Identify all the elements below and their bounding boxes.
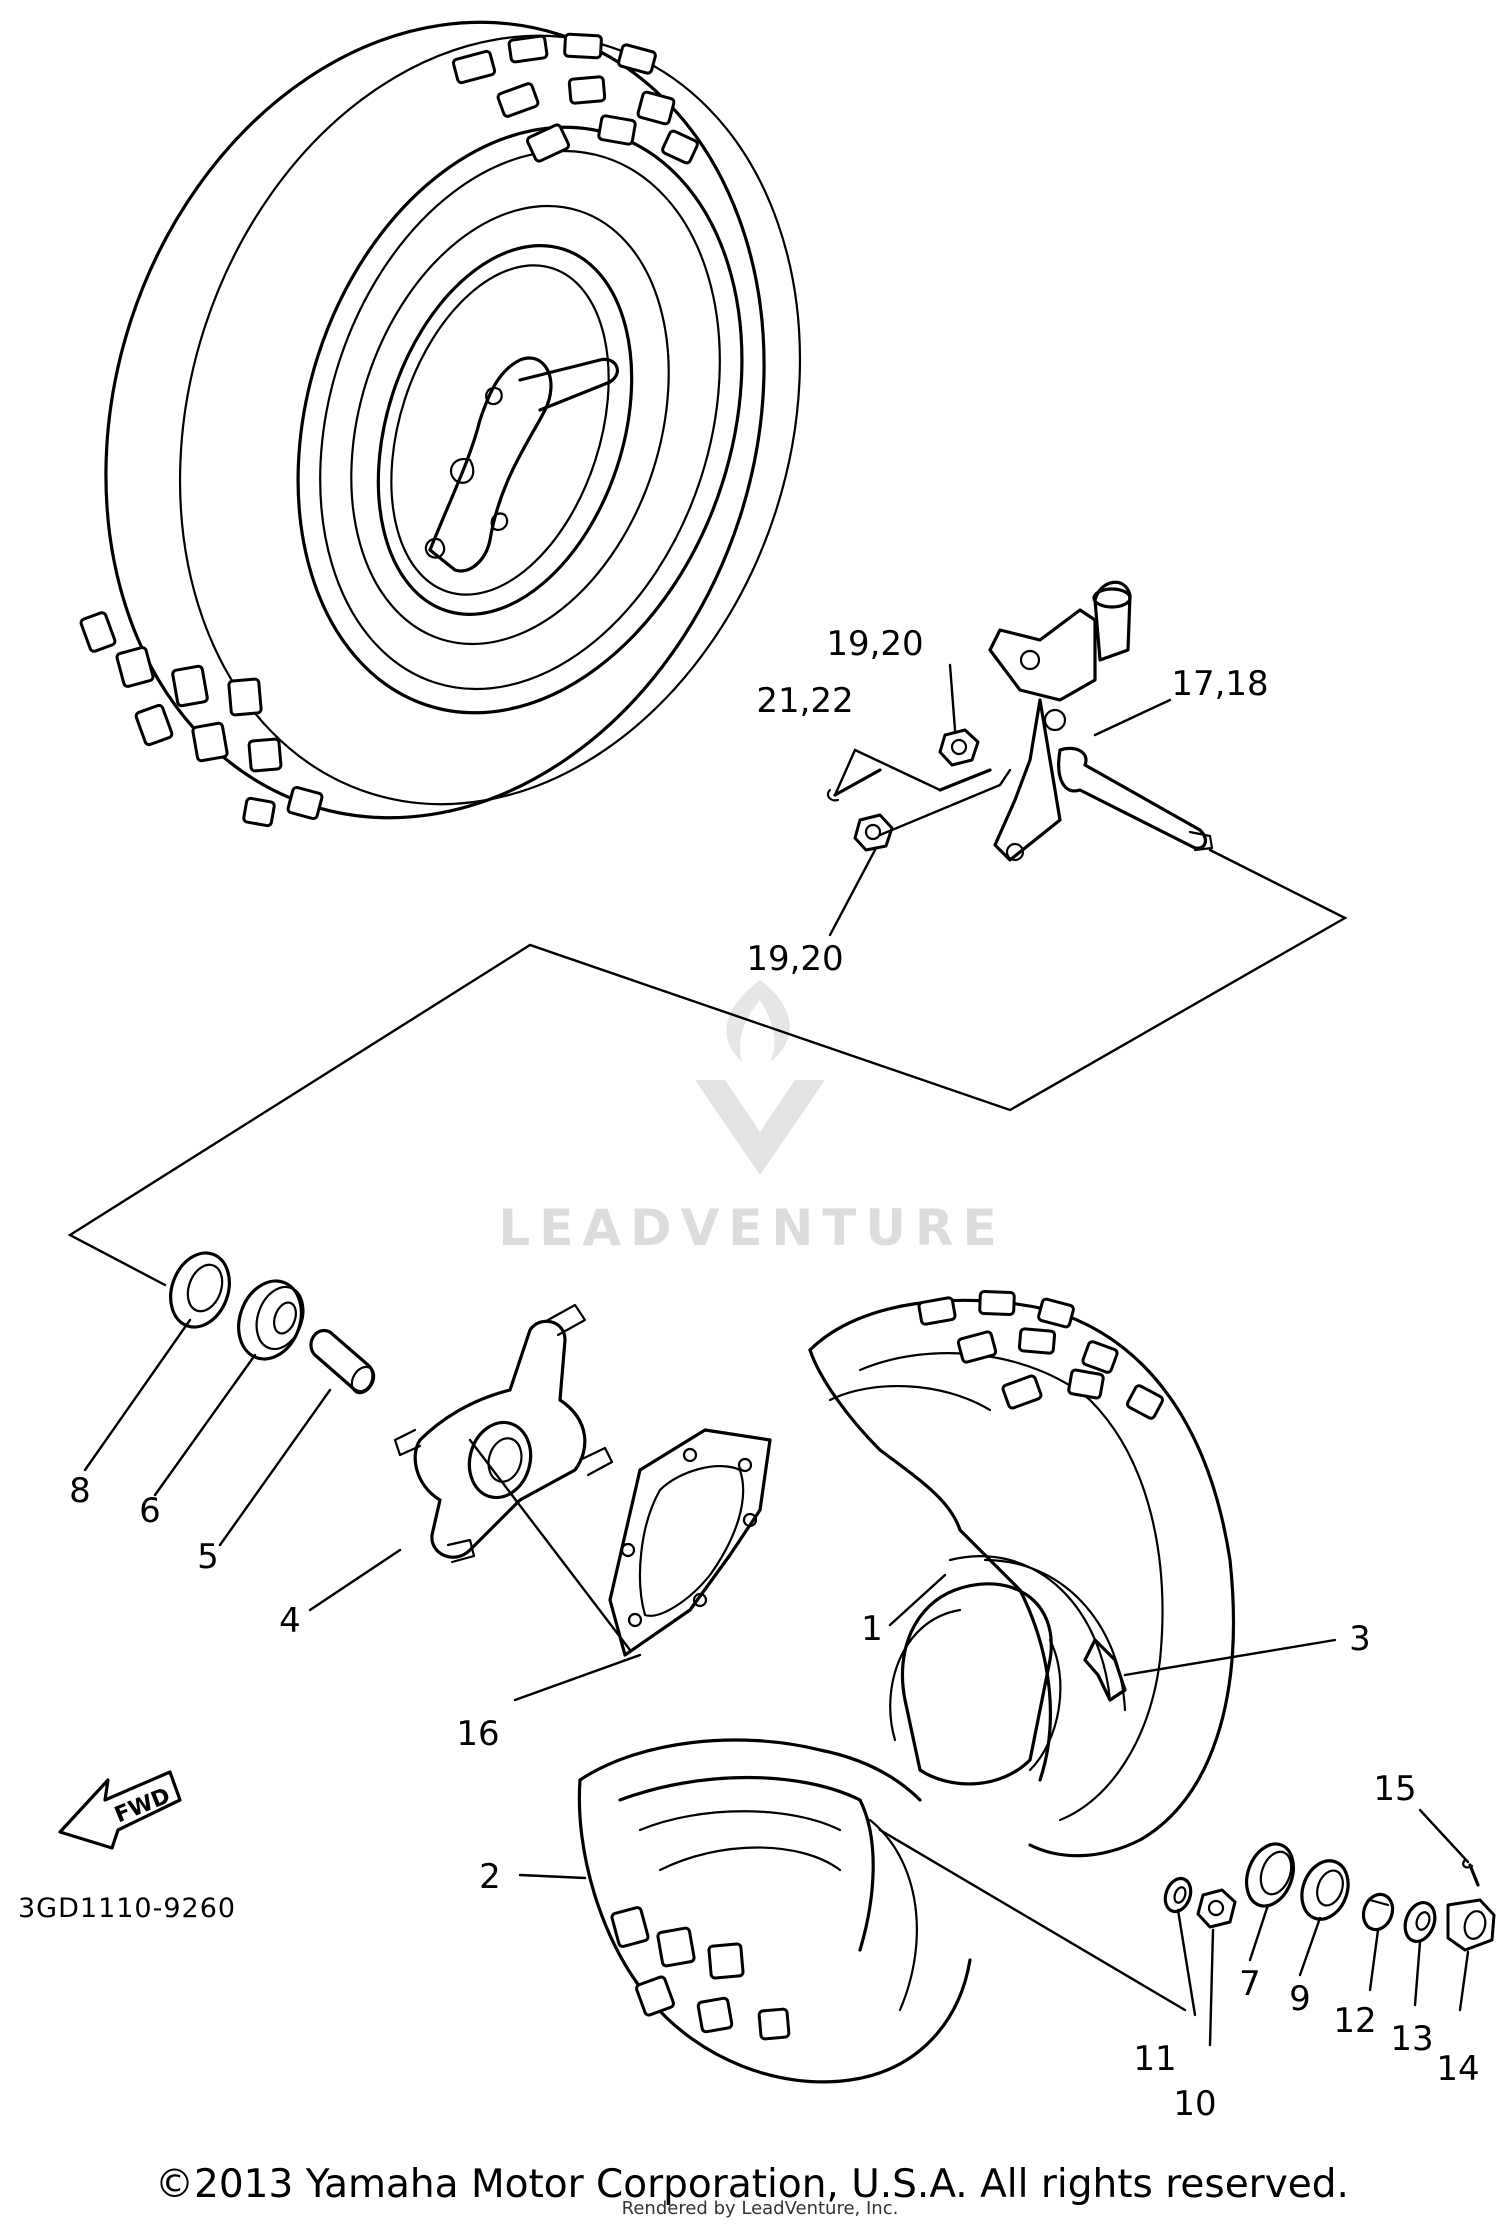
rim-center (889, 1582, 1062, 1786)
bearing-7 (1245, 1842, 1295, 1908)
v-logo-icon (695, 1080, 825, 1175)
spacer-5 (309, 1328, 376, 1395)
nut-10 (1196, 1888, 1237, 1929)
fwd-arrow: FWD (58, 1770, 182, 1850)
oil-seal-9 (1300, 1859, 1350, 1921)
cotter-pins (826, 768, 992, 802)
drawing-code: 3GD1110-9260 (18, 1893, 236, 1924)
callout-19-20-lower: 19,20 (746, 939, 843, 979)
oil-seal-8 (169, 1251, 231, 1329)
callout-11: 11 (1133, 2039, 1176, 2079)
watermark: LEADVENTURE (498, 980, 1005, 1257)
callout-2: 2 (479, 1857, 501, 1897)
callout-6: 6 (139, 1491, 161, 1531)
wheel-half-2 (577, 1738, 972, 2084)
callout-9: 9 (1289, 1979, 1311, 2019)
washer-11 (1163, 1876, 1193, 1914)
castle-nut-lower (853, 813, 894, 852)
callout-4: 4 (279, 1601, 301, 1641)
callout-16: 16 (456, 1714, 499, 1754)
callout-17-18: 17,18 (1171, 664, 1268, 704)
assembled-wheel (79, 20, 802, 828)
washer-13 (1403, 1901, 1437, 1943)
rendered-by-text: Rendered by LeadVenture, Inc. (622, 2198, 899, 2219)
steering-knuckle (988, 580, 1214, 862)
callout-14: 14 (1436, 2049, 1479, 2089)
callout-7: 7 (1239, 1964, 1261, 2004)
watermark-text: LEADVENTURE (498, 1199, 1005, 1257)
callout-15: 15 (1373, 1769, 1416, 1809)
callout-labels: 1 2 3 4 5 6 7 8 9 10 11 12 13 14 15 16 1… (69, 624, 1479, 2124)
callout-5: 5 (197, 1537, 219, 1577)
valve-3 (1083, 1638, 1127, 1702)
hub-4 (393, 1303, 614, 1564)
tread-blocks-wheel-1 (917, 1290, 1164, 1420)
fwd-label: FWD (111, 1784, 174, 1829)
callout-21-22: 21,22 (756, 681, 853, 721)
cotter-pin-15 (1462, 1858, 1480, 1887)
collar-12 (1361, 1892, 1395, 1932)
bearing-6 (237, 1279, 305, 1361)
flame-logo-icon (726, 980, 790, 1062)
callout-1: 1 (861, 1609, 883, 1649)
callout-13: 13 (1390, 2019, 1433, 2059)
gasket-16 (608, 1428, 772, 1657)
callout-19-20-upper: 19,20 (826, 624, 923, 664)
axle-nut-14 (1446, 1898, 1496, 1952)
callout-3: 3 (1349, 1619, 1371, 1659)
castle-nut-upper (938, 728, 980, 767)
callout-12: 12 (1333, 2001, 1376, 2041)
callout-10: 10 (1173, 2084, 1216, 2124)
callout-8: 8 (69, 1471, 91, 1511)
assembly-guide-lines (67, 848, 1348, 2012)
leader-lines (83, 663, 1470, 2047)
copyright-text: ©2013 Yamaha Motor Corporation, U.S.A. A… (155, 2162, 1349, 2207)
